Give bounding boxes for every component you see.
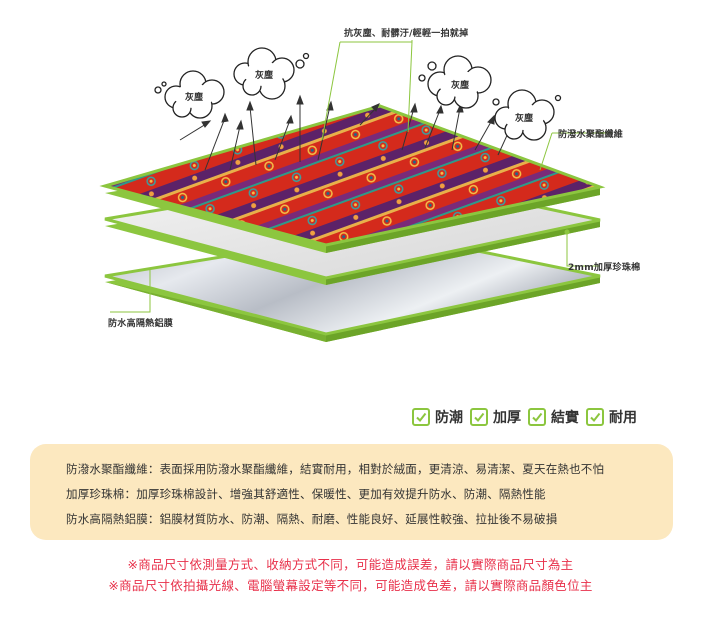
dust-cloud-2: [233, 47, 310, 100]
feature-label: 加厚: [493, 410, 521, 426]
feature-item: 加厚: [470, 407, 521, 427]
callout-foam-label: 2mm加厚珍珠棉: [568, 263, 641, 273]
callout-line-foam: [566, 232, 600, 267]
dust-cloud-label: 灰塵: [185, 91, 203, 103]
callout-foil-label: 防水高隔熱鋁膜: [108, 319, 174, 329]
fabric-layer: [99, 104, 606, 253]
info-line-foil: 防水高隔熱鋁膜：鋁膜材質防水、防潮、隔熱、耐磨、性能良好、延展性較強、拉扯後不易…: [66, 512, 558, 526]
feature-label: 結實: [551, 410, 579, 426]
checkmark-icon: [586, 408, 604, 426]
layer-diagram: 灰塵 灰塵 灰塵 灰塵: [99, 40, 612, 342]
dust-cloud-1: [154, 70, 225, 119]
feature-item: 耐用: [586, 407, 637, 427]
info-line-fabric: 防潑水聚酯纖維：表面採用防潑水聚酯纖維，結實耐用，相對於絨面，更清涼、易清潔、夏…: [66, 462, 605, 476]
dust-arrows: [179, 94, 519, 171]
feature-item: 結實: [528, 407, 579, 427]
info-line-foam: 加厚珍珠棉：加厚珍珠棉設計、增強其舒適性、保暖性、更加有效提升防水、防潮、隔熱性…: [66, 487, 546, 501]
dust-cloud-3: [418, 55, 492, 109]
feature-label: 耐用: [609, 410, 637, 426]
feature-label: 防潮: [435, 410, 463, 426]
callout-line-foil: [110, 270, 151, 313]
callout-line-top: [340, 40, 413, 43]
dust-cloud-4: [492, 89, 562, 141]
size-note: ※商品尺寸依測量方式、收納方式不同，可能造成誤差，請以實際商品尺寸為主: [127, 557, 574, 572]
color-note: ※商品尺寸依拍攝光線、電腦螢幕設定等不同，可能造成色差，請以實際商品顏色位主: [108, 578, 593, 593]
callout-fabric-label: 防潑水聚酯纖維: [558, 130, 624, 140]
checkmark-icon: [470, 408, 488, 426]
feature-item: 防潮: [412, 407, 463, 427]
material-info-box: 防潑水聚酯纖維：表面採用防潑水聚酯纖維，結實耐用，相對於絨面，更清涼、易清潔、夏…: [30, 444, 673, 540]
feature-checklist: 防潮 加厚 結實 耐用: [412, 406, 644, 428]
dust-cloud-label: 灰塵: [451, 79, 469, 91]
callout-top-label: 抗灰塵、耐髒汙/輕輕一拍就掉: [344, 29, 469, 39]
checkmark-icon: [412, 408, 430, 426]
dust-cloud-label: 灰塵: [515, 112, 533, 124]
checkmark-icon: [528, 408, 546, 426]
dust-cloud-label: 灰塵: [255, 69, 273, 81]
